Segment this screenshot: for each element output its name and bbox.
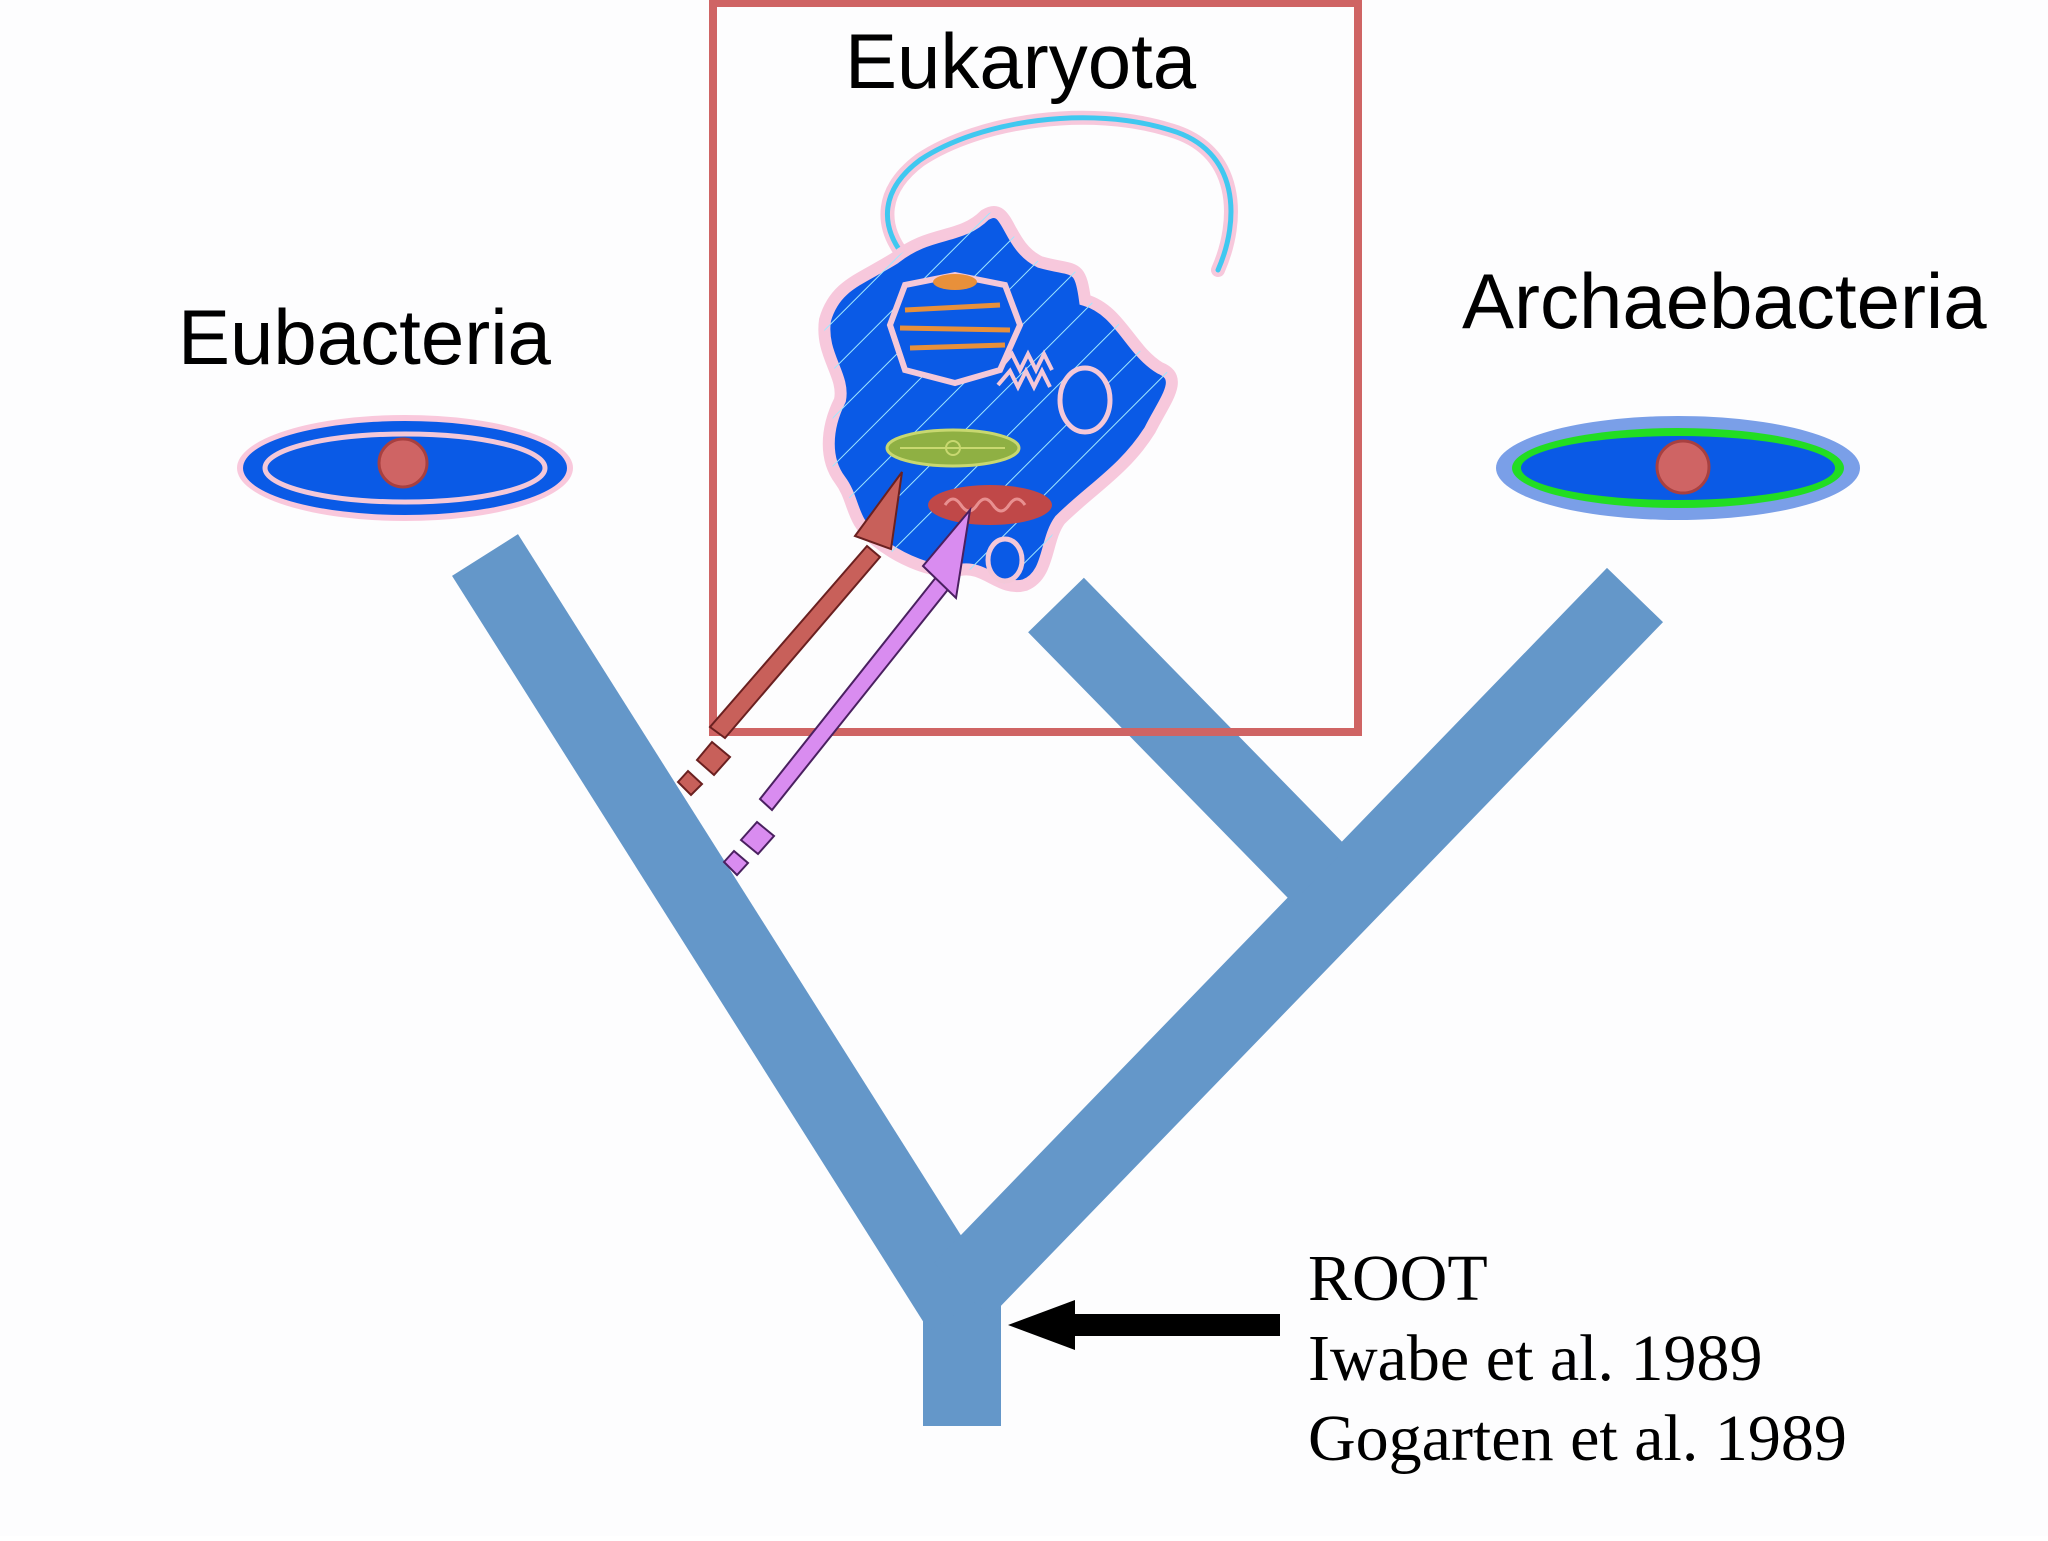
mitochondria-origin-arrow — [676, 471, 903, 797]
archaeon-cell-icon — [1496, 416, 1860, 520]
eubacteria-label: Eubacteria — [178, 293, 551, 381]
root-arrow — [1008, 1300, 1280, 1350]
bacterium-cell-icon — [237, 415, 573, 521]
archaebacteria-label: Archaebacteria — [1462, 257, 1987, 345]
archaea-eukaryota-branch — [933, 567, 1664, 1318]
root-title: ROOT — [1308, 1242, 1488, 1315]
phylogenetic-tree — [452, 534, 1664, 1426]
eukaryota-box — [709, 0, 1362, 736]
eukaryota-label: Eukaryota — [845, 17, 1197, 105]
reference-gogarten: Gogarten et al. 1989 — [1308, 1402, 1847, 1475]
root-annotation: ROOT Iwabe et al. 1989 Gogarten et al. 1… — [1308, 1246, 1847, 1486]
chloroplast-origin-arrow — [722, 506, 972, 877]
eukaryota-branch — [1028, 577, 1348, 903]
reference-iwabe: Iwabe et al. 1989 — [1308, 1322, 1763, 1395]
eubacteria-branch — [452, 534, 995, 1331]
